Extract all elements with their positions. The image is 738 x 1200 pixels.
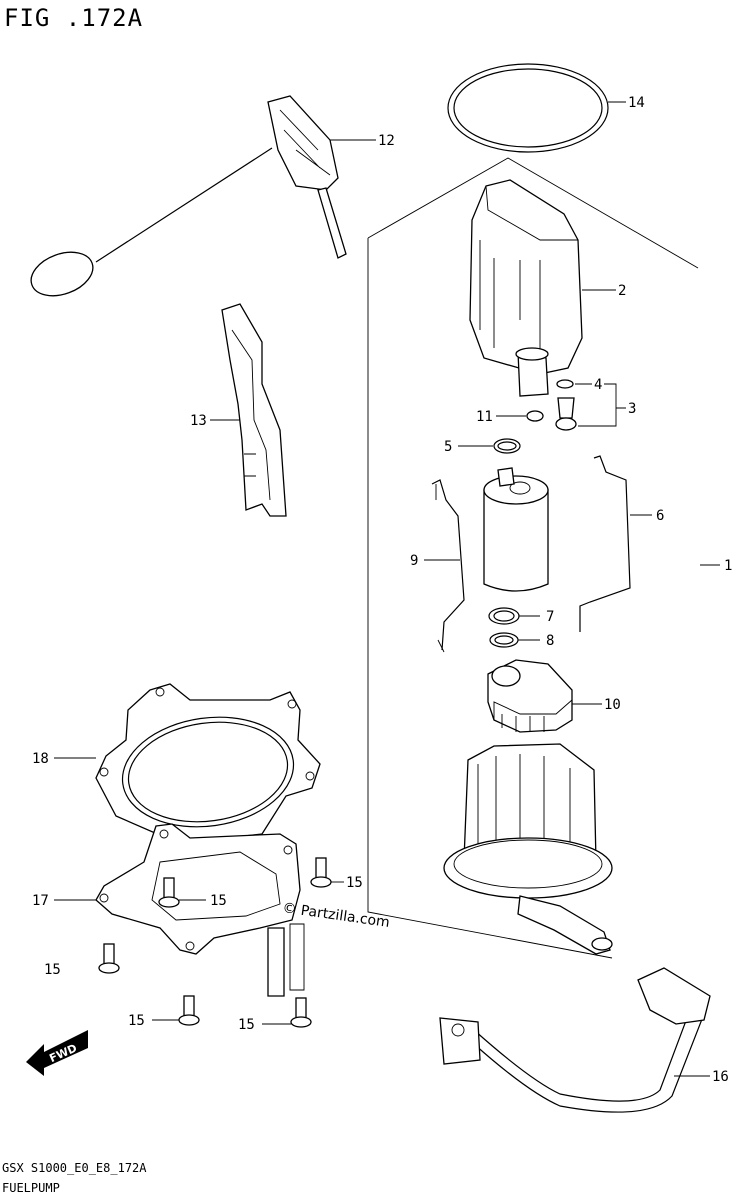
callout-9: 9 bbox=[410, 553, 418, 569]
bolt-e bbox=[290, 997, 312, 1028]
pressure-regulator bbox=[555, 379, 577, 431]
footer-name: FUELPUMP bbox=[2, 1181, 60, 1195]
o-ring-large bbox=[447, 63, 609, 153]
callout-13: 13 bbox=[190, 413, 207, 429]
o-ring-7 bbox=[488, 607, 520, 625]
assembly-box-left bbox=[367, 238, 613, 959]
callout-6: 6 bbox=[656, 508, 664, 524]
fuel-level-sender bbox=[30, 95, 347, 297]
o-ring-11 bbox=[526, 410, 544, 422]
assembly-box-top bbox=[367, 157, 699, 269]
callout-4: 4 bbox=[594, 377, 602, 393]
footer-code: GSX S1000_E0_E8_172A bbox=[2, 1161, 147, 1175]
callout-15-a: 15 bbox=[346, 875, 363, 891]
callout-7: 7 bbox=[546, 609, 554, 625]
callout-16: 16 bbox=[712, 1069, 729, 1085]
callout-15-b: 15 bbox=[210, 893, 227, 909]
mounting-plate bbox=[95, 823, 305, 997]
callout-15-e: 15 bbox=[238, 1017, 255, 1033]
callout-8: 8 bbox=[546, 633, 554, 649]
watermark: © Partzilla.com bbox=[281, 900, 390, 931]
callout-14: 14 bbox=[628, 95, 645, 111]
bolt-b bbox=[158, 877, 180, 908]
o-ring-8 bbox=[489, 632, 519, 648]
callout-10: 10 bbox=[604, 697, 621, 713]
callout-17: 17 bbox=[32, 893, 49, 909]
wire-clip-left bbox=[431, 479, 465, 651]
wire-clip-left-detail bbox=[435, 484, 445, 653]
fuel-hose bbox=[439, 967, 711, 1113]
bolt-a bbox=[310, 857, 332, 888]
callout-18: 18 bbox=[32, 751, 49, 767]
wire-clip-right bbox=[579, 455, 631, 632]
callout-5: 5 bbox=[444, 439, 452, 455]
o-ring-5 bbox=[493, 438, 521, 454]
callout-15-d: 15 bbox=[128, 1013, 145, 1029]
leader-3-4 bbox=[575, 383, 626, 427]
fuel-filter-housing bbox=[469, 179, 583, 397]
gasket bbox=[95, 683, 321, 863]
figure-title: FIG .172A bbox=[4, 4, 143, 32]
fwd-arrow-badge: FWD bbox=[26, 1030, 88, 1076]
pump-holder-cap bbox=[487, 659, 573, 733]
callout-1: 1 bbox=[724, 558, 732, 574]
pump-base-flange bbox=[443, 743, 613, 955]
bolt-c bbox=[98, 943, 120, 974]
callout-15-c: 15 bbox=[44, 962, 61, 978]
bracket bbox=[221, 303, 287, 517]
bolt-d bbox=[178, 995, 200, 1026]
callout-11: 11 bbox=[476, 409, 493, 425]
callout-3: 3 bbox=[628, 401, 636, 417]
callout-2: 2 bbox=[618, 283, 626, 299]
fuel-pump-motor bbox=[483, 467, 549, 592]
callout-12: 12 bbox=[378, 133, 395, 149]
